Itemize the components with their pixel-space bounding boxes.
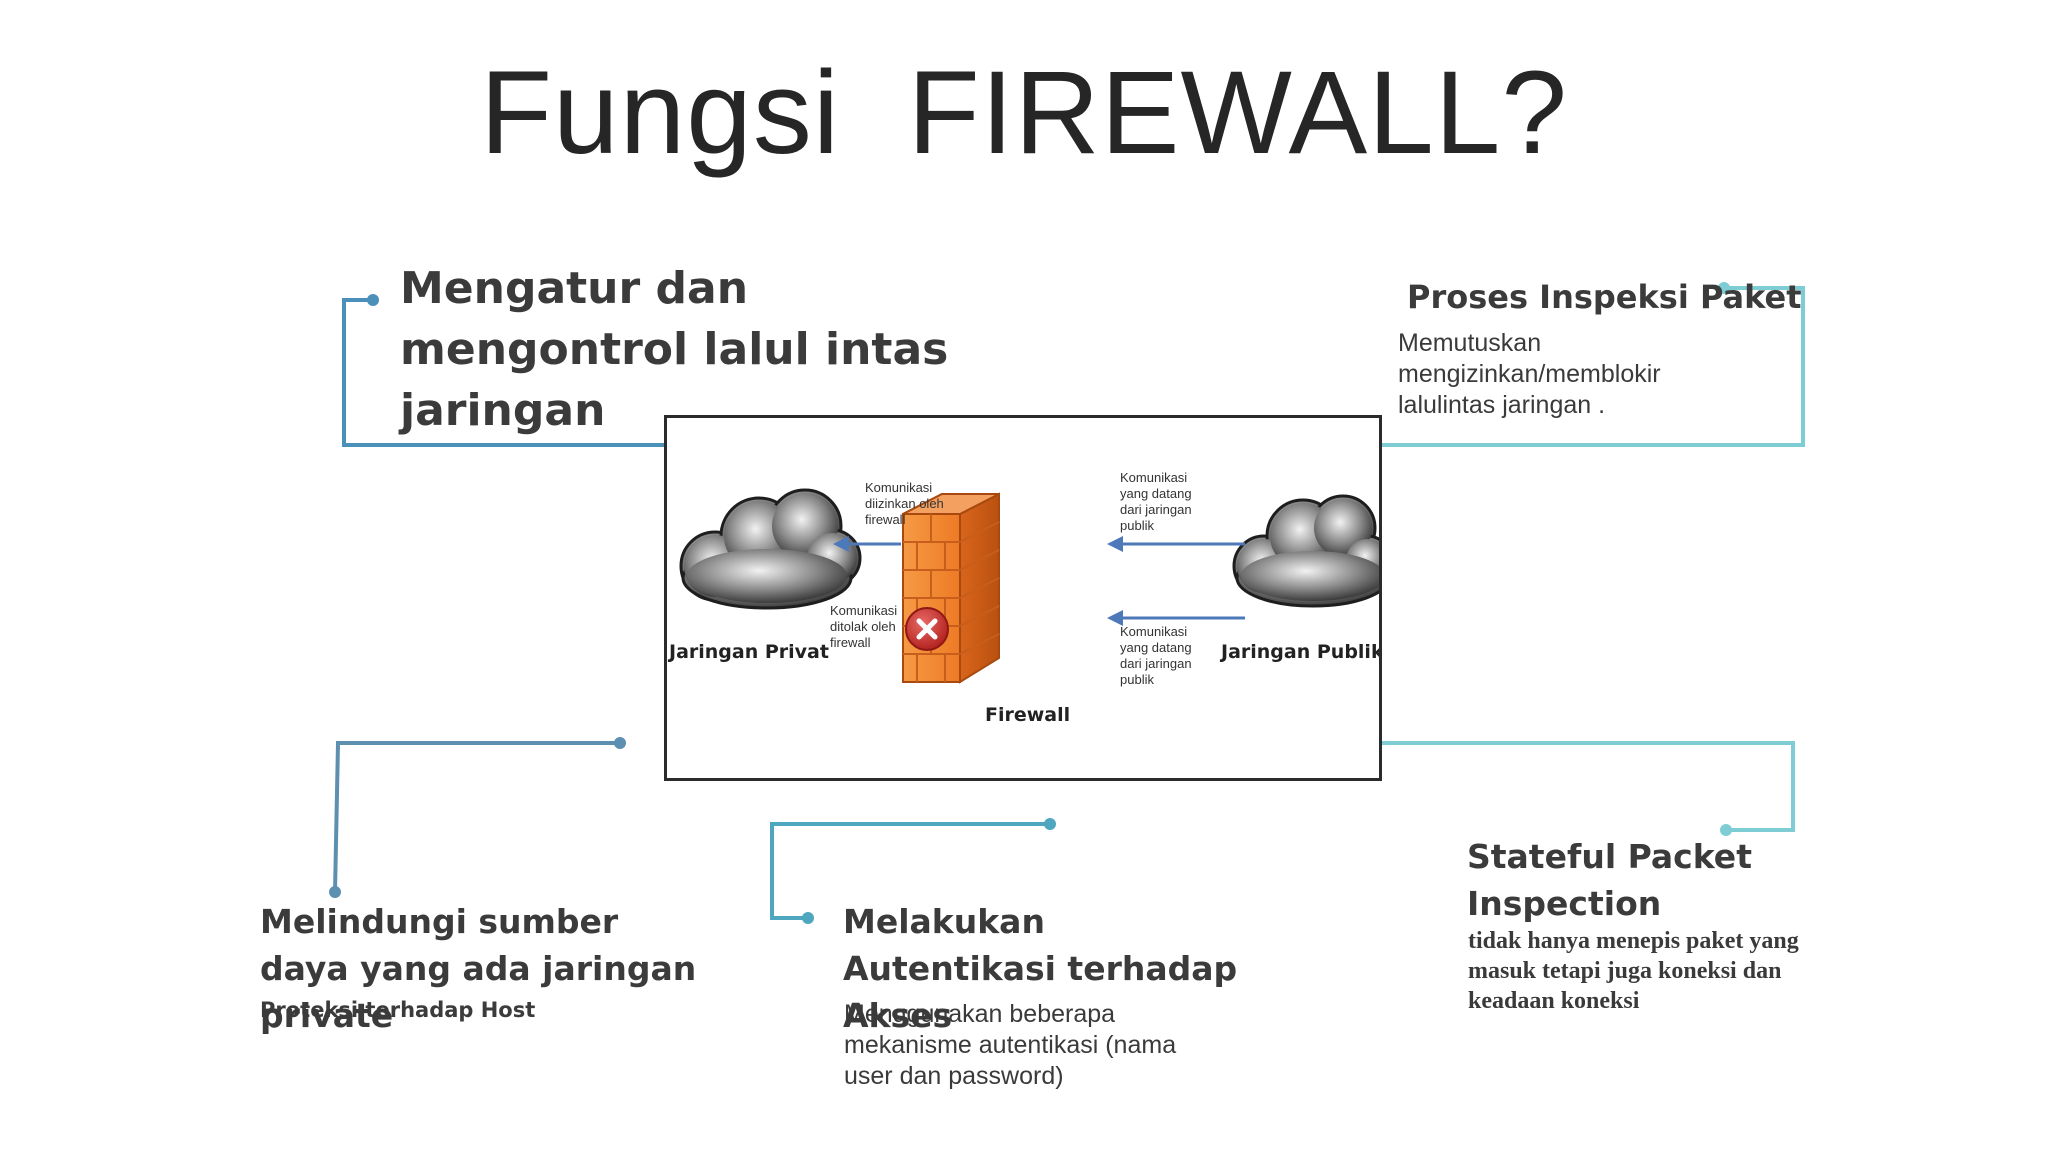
label-rejected: Komunikasi ditolak oleh firewall	[830, 603, 898, 650]
connector-melindungi	[333, 741, 620, 893]
arrow-left-icon	[833, 536, 1245, 626]
cloud-icon-private	[679, 488, 862, 610]
connector-dot	[329, 886, 341, 898]
label-public-network: Jaringan Publik	[1221, 641, 1382, 663]
diagram-graphics	[679, 488, 1379, 684]
label-private-network: Jaringan Privat	[669, 641, 829, 663]
block-inspeksi-heading: Proses Inspeksi Paket	[1407, 278, 1802, 316]
cloud-icon-public	[1232, 494, 1379, 608]
block-melindungi-heading: Melindungi sumber daya yang ada jaringan…	[260, 902, 697, 1035]
label-incoming-bottom: Komunikasi yang datang dari jaringan pub…	[1120, 624, 1192, 687]
connector-autentikasi	[770, 822, 1050, 920]
label-allowed: Komunikasi diizinkan oleh firewall	[865, 480, 944, 527]
block-autentikasi-body: Menggunakan beberapa mekanisme autentika…	[844, 1000, 1177, 1090]
block-stateful-body: tidak hanya menepis paket yang masuk tet…	[1468, 928, 1799, 1014]
reject-x-icon-mark	[905, 607, 949, 651]
connector-stateful	[1382, 741, 1795, 832]
block-inspeksi-body: Memutuskan mengizinkan/memblokir lalulin…	[1398, 329, 1661, 419]
connector-dot	[802, 912, 814, 924]
page-title: Fungsi FIREWALL?	[479, 47, 1569, 179]
block-mengatur-heading: Mengatur dan mengontrol lalul intas jari…	[400, 263, 949, 436]
connector-dot	[1718, 282, 1730, 294]
label-incoming-top: Komunikasi yang datang dari jaringan pub…	[1120, 470, 1192, 533]
firewall-diagram: Komunikasi diizinkan oleh firewall Komun…	[664, 415, 1382, 781]
connector-dot	[367, 294, 379, 306]
label-firewall: Firewall	[985, 704, 1071, 726]
connector-inspeksi	[1382, 286, 1805, 447]
block-stateful-heading: Stateful Packet Inspection	[1467, 837, 1752, 923]
block-melindungi-sub: Proteksi terhadap Host	[260, 998, 536, 1022]
connector-mengatur	[342, 298, 664, 447]
connector-dot	[1044, 818, 1056, 830]
connector-dot	[614, 737, 626, 749]
connector-dot	[1720, 824, 1732, 836]
block-autentikasi-heading: Melakukan Autentikasi terhadap Akses	[843, 902, 1238, 1035]
